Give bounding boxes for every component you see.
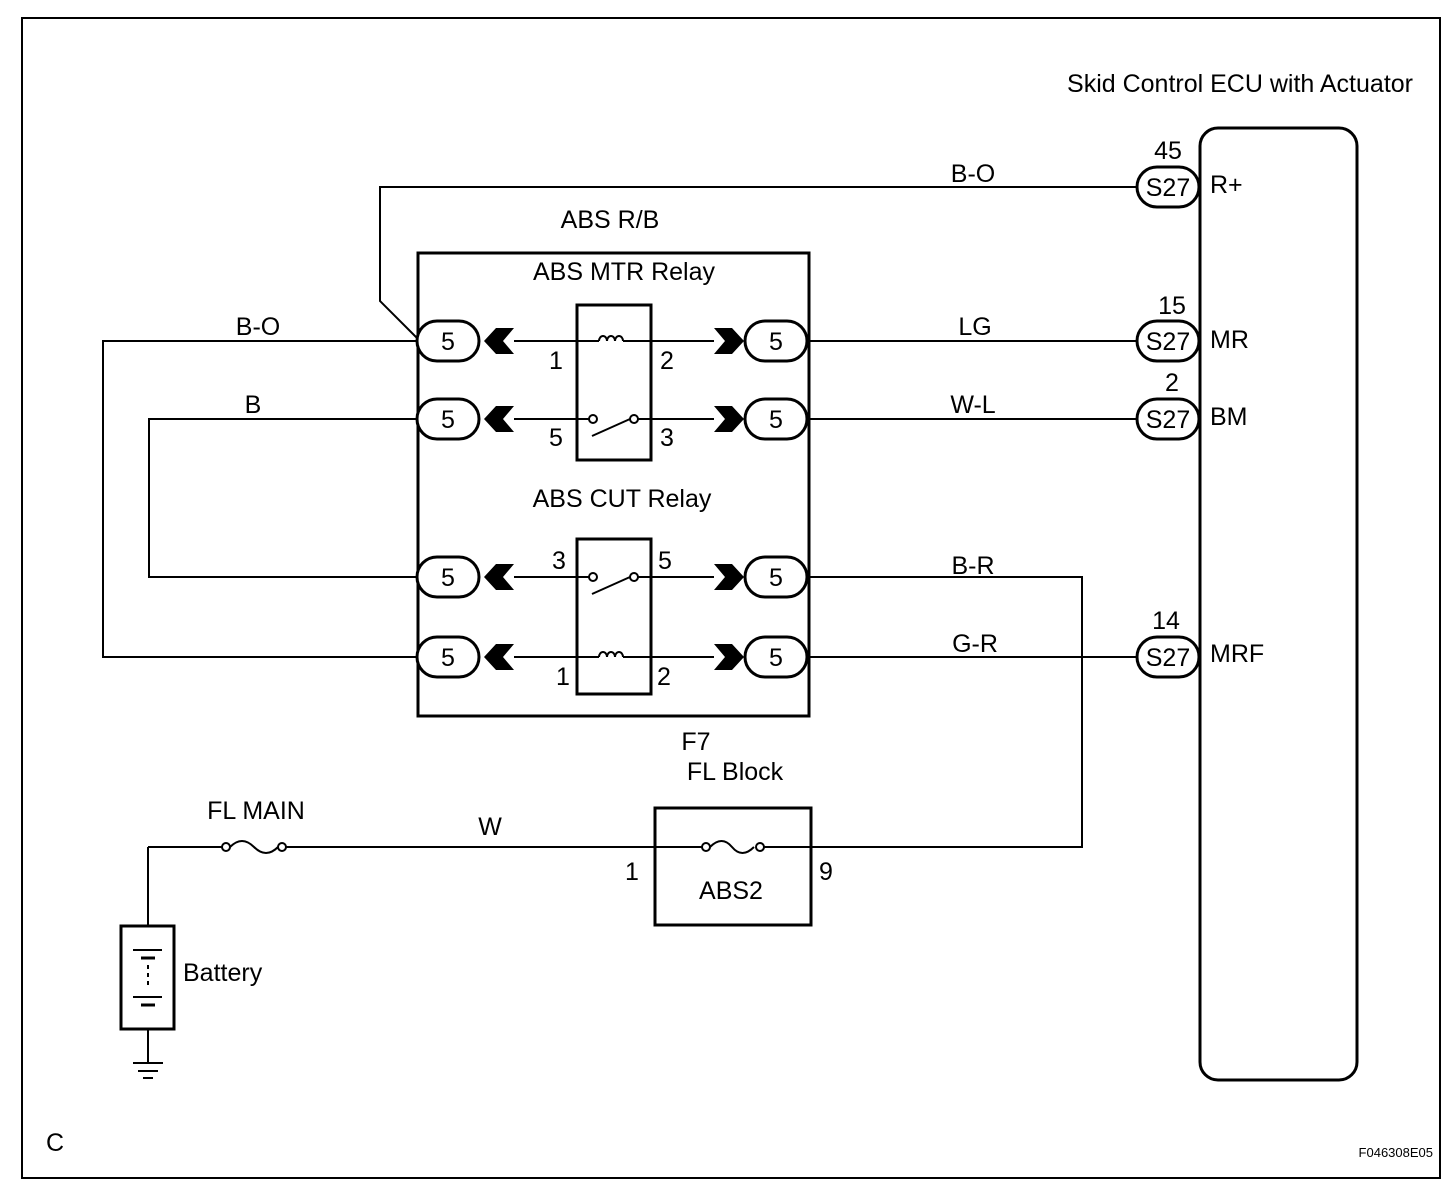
mtr-relay-switch (514, 414, 714, 437)
svg-text:5: 5 (769, 406, 783, 434)
cut-pin-1: 1 (556, 663, 570, 691)
ecu-pin-r-plus-number: 45 (1154, 137, 1182, 165)
figure-id: F046308E05 (1359, 1145, 1433, 1160)
mtr-pin-5: 5 (549, 424, 563, 452)
rb-right-connector-4: 5 (714, 635, 809, 679)
svg-text:5: 5 (441, 564, 455, 592)
svg-text:5: 5 (769, 328, 783, 356)
wire-label-br: B-R (951, 552, 994, 580)
svg-text:5: 5 (441, 328, 455, 356)
svg-text:S27: S27 (1146, 644, 1190, 672)
svg-text:5: 5 (441, 644, 455, 672)
ecu-title: Skid Control ECU with Actuator (1067, 70, 1413, 98)
rb-right-connector-2: 5 (714, 397, 809, 441)
mtr-pin-2: 2 (660, 347, 674, 375)
fl-block-connector: F7 (681, 728, 710, 756)
wire-bo-top (379, 186, 1137, 339)
fl-block-title: FL Block (687, 758, 784, 786)
ecu-pin-r-plus-name: R+ (1210, 171, 1243, 199)
wire-label-bo-top: B-O (951, 160, 995, 188)
corner-letter: C (46, 1129, 64, 1157)
cut-pin-2: 2 (657, 663, 671, 691)
svg-text:5: 5 (769, 644, 783, 672)
fl-block-pin-in: 1 (625, 858, 639, 886)
abs2-fuse-label: ABS2 (699, 877, 763, 905)
rb-right-connector-1: 5 (714, 319, 809, 363)
cut-relay-switch (514, 572, 714, 595)
wire-label-b: B (245, 391, 262, 419)
ground-icon (133, 1062, 163, 1079)
mtr-pin-3: 3 (660, 424, 674, 452)
cut-relay-coil (514, 651, 714, 658)
ecu-pin-mr-number: 15 (1158, 292, 1186, 320)
mtr-relay-title: ABS MTR Relay (533, 258, 715, 286)
ecu-connector-bm: S27 (1135, 397, 1201, 441)
ecu-pin-mrf-name: MRF (1210, 640, 1264, 668)
ecu-connector-r-plus: S27 (1135, 165, 1201, 209)
mtr-relay-coil (514, 335, 714, 342)
battery-label: Battery (183, 959, 263, 987)
wire-label-lg: LG (958, 313, 991, 341)
ecu-pin-mrf-number: 14 (1152, 607, 1180, 635)
rb-right-connector-3: 5 (714, 555, 809, 599)
ecu-body (1198, 126, 1359, 1082)
wire-label-gr: G-R (952, 630, 998, 658)
mtr-pin-1: 1 (549, 347, 563, 375)
relay-block-box (416, 251, 811, 718)
abs2-fuse-icon (655, 840, 811, 854)
ecu-connector-mr: S27 (1135, 319, 1201, 363)
cut-relay-title: ABS CUT Relay (533, 485, 712, 513)
svg-text:5: 5 (441, 406, 455, 434)
fl-main-fuse-icon (148, 840, 287, 854)
rb-left-connector-1: 5 (415, 319, 514, 363)
cut-relay-body (575, 537, 653, 696)
rb-left-connector-4: 5 (415, 635, 514, 679)
wire-label-wl: W-L (950, 391, 995, 419)
svg-text:S27: S27 (1146, 406, 1190, 434)
rb-left-connector-3: 5 (415, 555, 514, 599)
diagram-frame (21, 17, 1441, 1179)
ecu-pin-bm-name: BM (1210, 403, 1248, 431)
ecu-connector-mrf: S27 (1135, 635, 1201, 679)
wire-label-bo-left: B-O (236, 313, 280, 341)
wire-label-w: W (478, 813, 502, 841)
fl-block-pin-out: 9 (819, 858, 833, 886)
fl-main-label: FL MAIN (207, 797, 305, 825)
cut-pin-3: 3 (552, 547, 566, 575)
wire-bo-left (102, 340, 417, 658)
relay-block-title: ABS R/B (561, 206, 660, 234)
svg-text:5: 5 (769, 564, 783, 592)
svg-text:S27: S27 (1146, 328, 1190, 356)
wire-b-left (148, 418, 417, 578)
ecu-pin-mr-name: MR (1210, 326, 1249, 354)
ecu-pin-bm-number: 2 (1165, 369, 1179, 397)
rb-left-connector-2: 5 (415, 397, 514, 441)
svg-text:S27: S27 (1146, 174, 1190, 202)
fl-block-box (653, 806, 813, 927)
cut-pin-5: 5 (658, 547, 672, 575)
battery-icon (119, 847, 176, 1062)
mtr-relay-body (575, 303, 653, 462)
wire-br (807, 576, 1083, 848)
